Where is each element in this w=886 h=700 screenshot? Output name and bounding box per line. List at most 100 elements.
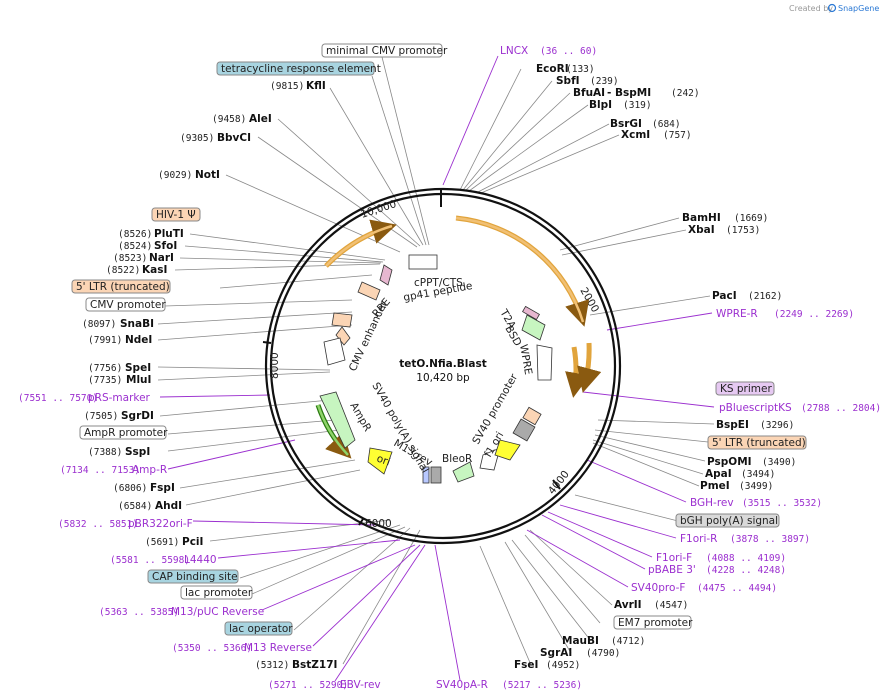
primer-labels: LNCX (36 .. 60) WPRE-R (2249 .. 2269) pB…	[18, 45, 881, 691]
orf-arc-inner	[325, 224, 393, 267]
enzyme-alei[interactable]: AleI	[249, 113, 272, 125]
primer-pbluescriptks[interactable]: pBluescriptKS	[719, 402, 792, 414]
primer-pbabe3[interactable]: pBABE 3'	[648, 564, 696, 576]
feature-tre[interactable]: tetracycline response element	[221, 63, 381, 75]
enzyme-pluti[interactable]: PluTI	[154, 228, 184, 240]
primer-m13-puc-reverse[interactable]: M13/pUC Reverse	[171, 606, 264, 618]
enzyme-sgrai[interactable]: SgrAI	[540, 647, 572, 659]
primer-f1ori-r[interactable]: F1ori-R	[680, 533, 717, 545]
enzyme-kfli[interactable]: KflI	[306, 80, 326, 92]
primer-lncx[interactable]: LNCX	[500, 45, 528, 57]
enzyme-sfoi-pos: (8524)	[118, 241, 152, 252]
enzyme-avrii-pos: (4547)	[654, 600, 688, 611]
cmv-enhancer-label: CMV enhancer	[347, 298, 390, 373]
enzyme-ndei-pos: (7991)	[88, 335, 122, 346]
enzyme-paci-pos: (2162)	[748, 291, 782, 302]
f1-ori-box	[512, 418, 536, 442]
cmv-enhancer-shape	[331, 312, 353, 328]
enzyme-blpi[interactable]: BlpI	[589, 99, 612, 111]
enzyme-noti-pos: (9029)	[158, 170, 192, 181]
primer-f1ori-f[interactable]: F1ori-F	[656, 552, 692, 564]
credit-brand[interactable]: SnapGene	[838, 4, 879, 13]
primer-amp-r[interactable]: Amp-R	[132, 464, 167, 476]
tick-mark	[358, 518, 364, 526]
enzyme-apai[interactable]: ApaI	[705, 468, 732, 480]
enzyme-xbai[interactable]: XbaI	[688, 224, 715, 236]
enzyme-ahdi[interactable]: AhdI	[155, 500, 182, 512]
enzyme-ndei[interactable]: NdeI	[125, 334, 152, 346]
primer-sv40pro-f-pos: (4475 .. 4494)	[697, 583, 777, 594]
enzyme-pcii[interactable]: PciI	[182, 536, 203, 548]
feature-hiv1-psi[interactable]: HIV-1 Ψ	[156, 209, 196, 221]
enzyme-nari[interactable]: NarI	[149, 252, 174, 264]
enzyme-apai-pos: (3494)	[741, 469, 775, 480]
enzyme-sbfi[interactable]: SbfI	[556, 75, 580, 87]
feature-5ltr-left[interactable]: 5' LTR (truncated)	[76, 281, 170, 293]
enzyme-maubi[interactable]: MauBI	[562, 635, 599, 647]
enzyme-bstz17i[interactable]: BstZ17I	[292, 659, 337, 671]
feature-ks-primer[interactable]: KS primer	[720, 383, 772, 395]
enzyme-bspei[interactable]: BspEI	[716, 419, 749, 431]
enzyme-sfoi[interactable]: SfoI	[154, 240, 177, 252]
primer-sv40pa-r[interactable]: SV40pA-R	[436, 679, 488, 691]
primer-prs-marker[interactable]: pRS-marker	[88, 392, 151, 404]
enzyme-pmei[interactable]: PmeI	[700, 480, 730, 492]
enzyme-mlui[interactable]: MluI	[126, 374, 151, 386]
wpre-label: WPRE	[517, 343, 534, 375]
enzyme-ecori[interactable]: EcoRI	[536, 63, 569, 75]
enzyme-fsei[interactable]: FseI	[514, 659, 538, 671]
primer-lncx-pos: (36 .. 60)	[540, 46, 597, 57]
primer-bgh-rev[interactable]: BGH-rev	[690, 497, 734, 509]
enzyme-bspei-pos: (3296)	[760, 420, 794, 431]
primer-wpre-r[interactable]: WPRE-R	[716, 308, 758, 320]
backbone-outer	[264, 187, 622, 545]
enzyme-bbvci[interactable]: BbvCI	[217, 132, 251, 144]
enzyme-spei[interactable]: SpeI	[125, 362, 151, 374]
boxed-feature-labels: minimal CMV promoter tetracycline respon…	[71, 43, 807, 636]
enzyme-sgrai-pos: (4790)	[586, 648, 620, 659]
enzyme-bspmi[interactable]: - BspMI	[607, 87, 651, 99]
feature-5ltr-right[interactable]: 5' LTR (truncated)	[712, 437, 806, 449]
enzyme-snabi-pos: (8097)	[82, 319, 116, 330]
enzyme-sspi[interactable]: SspI	[125, 446, 150, 458]
feature-lac-promoter[interactable]: lac promoter	[185, 587, 253, 599]
rre-shape	[357, 281, 381, 301]
primer-pbr322ori-f[interactable]: pBR322ori-F	[128, 518, 193, 530]
enzyme-xbai-pos: (1753)	[726, 225, 760, 236]
primer-ebv-rev[interactable]: EBV-rev	[340, 679, 381, 691]
enzyme-avrii[interactable]: AvrII	[614, 599, 642, 611]
em7-arrow	[479, 447, 501, 471]
enzyme-pluti-pos: (8526)	[118, 229, 152, 240]
enzyme-blpi-pos: (319)	[623, 100, 652, 111]
enzyme-bfuai[interactable]: BfuAI	[573, 87, 605, 99]
gp41-shape	[379, 264, 393, 286]
enzyme-fspi[interactable]: FspI	[150, 482, 175, 494]
feature-ampr-promoter[interactable]: AmpR promoter	[84, 427, 168, 439]
primer-sv40pro-f[interactable]: SV40pro-F	[631, 582, 685, 594]
cppt-box	[408, 254, 438, 270]
feature-bgh-polya[interactable]: bGH poly(A) signal	[680, 515, 778, 527]
enzyme-bamhi[interactable]: BamHI	[682, 212, 721, 224]
feature-cap-binding[interactable]: CAP binding site	[152, 571, 238, 583]
enzyme-snabi[interactable]: SnaBI	[120, 318, 154, 330]
bsd-arrow	[521, 314, 546, 341]
enzyme-noti[interactable]: NotI	[195, 169, 220, 181]
wpre-box	[536, 344, 553, 381]
feature-lac-operator[interactable]: lac operator	[229, 623, 293, 635]
enzyme-sgrdi[interactable]: SgrDI	[121, 410, 154, 422]
enzyme-paci[interactable]: PacI	[712, 290, 737, 302]
feature-minimal-cmv[interactable]: minimal CMV promoter	[326, 45, 448, 57]
ori-label: ori	[375, 453, 392, 469]
feature-cmv-promoter[interactable]: CMV promoter	[90, 299, 166, 311]
primer-m13-reverse[interactable]: M13 Reverse	[244, 642, 312, 654]
enzyme-sgrdi-pos: (7505)	[84, 411, 118, 422]
enzyme-xcmi[interactable]: XcmI	[621, 129, 650, 141]
primer-l4440[interactable]: L4440	[184, 554, 217, 566]
enzyme-bsrgi[interactable]: BsrGI	[610, 118, 642, 130]
enzyme-mlui-pos: (7735)	[88, 375, 122, 386]
feature-em7-promoter[interactable]: EM7 promoter	[618, 617, 693, 629]
enzyme-pspomi[interactable]: PspOMI	[707, 456, 752, 468]
enzyme-sspi-pos: (7388)	[88, 447, 122, 458]
enzyme-kasi[interactable]: KasI	[142, 264, 167, 276]
bleor-label: BleoR	[442, 453, 472, 465]
